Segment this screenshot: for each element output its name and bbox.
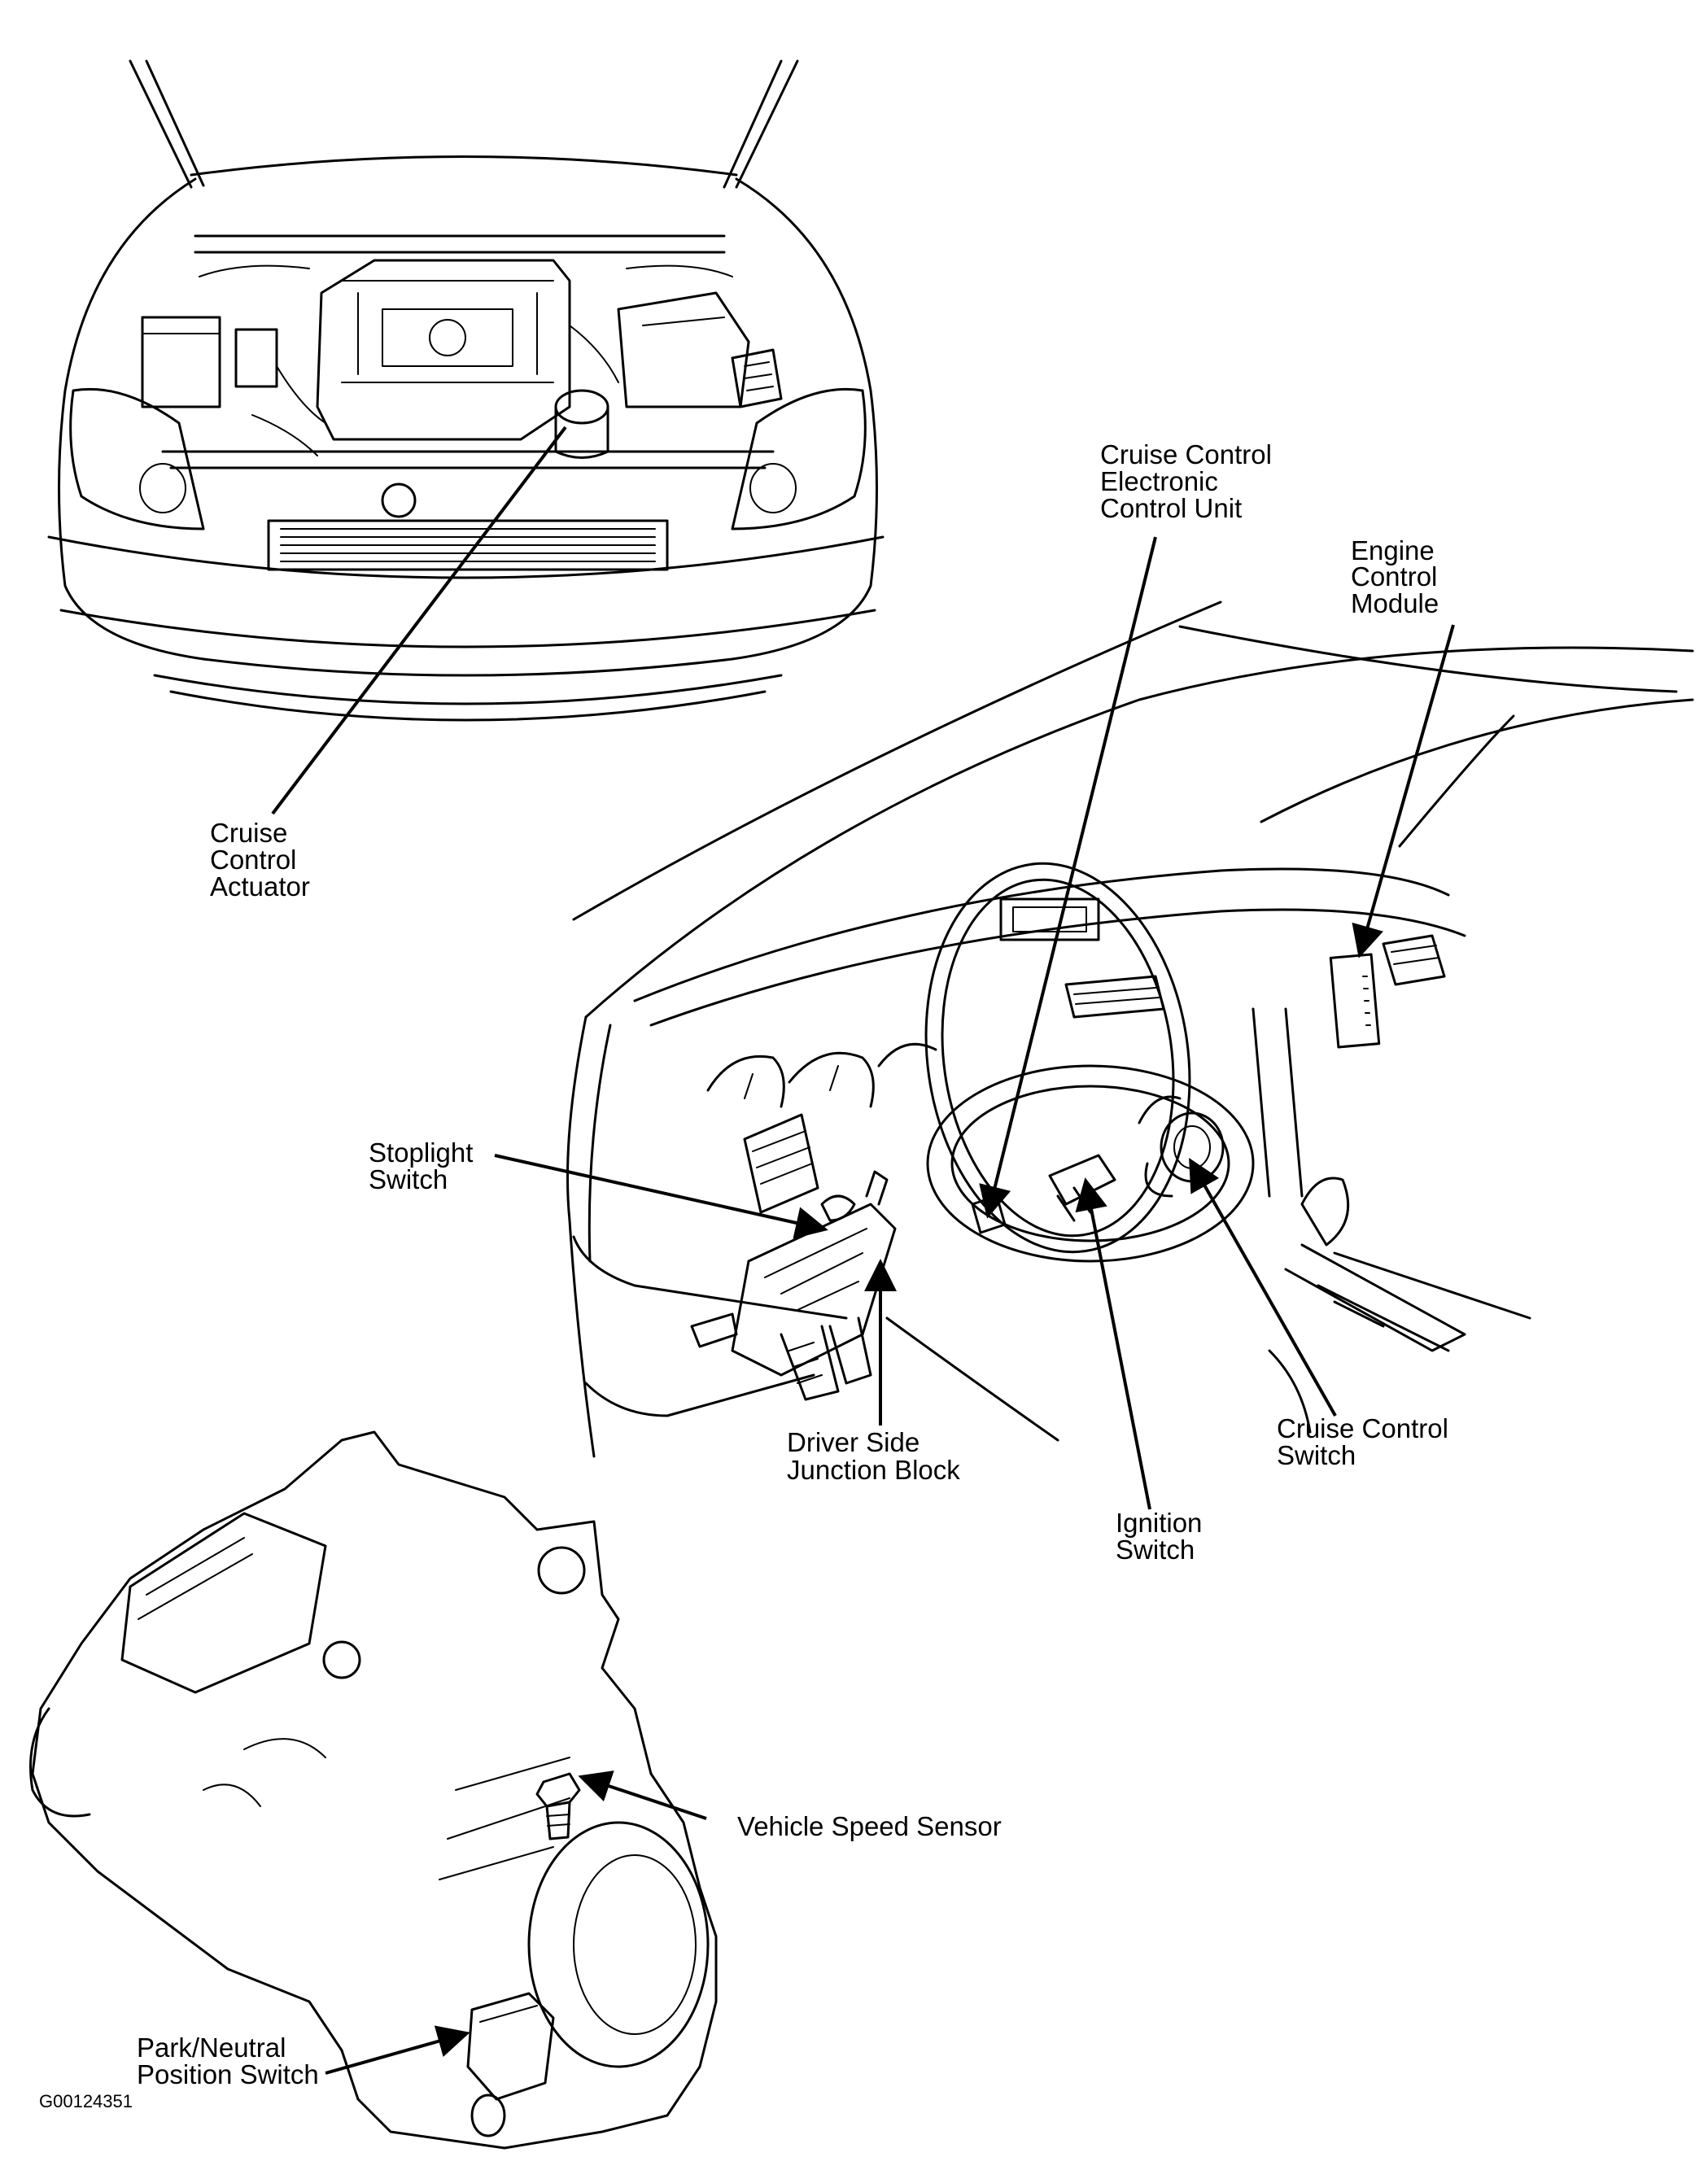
label-cruise-control-actuator: Cruise Control Actuator	[210, 818, 310, 902]
label-line: Control Unit	[1100, 493, 1242, 523]
label-line: Switch	[1116, 1535, 1195, 1565]
label-cruise-control-ecu: Cruise Control Electronic Control Unit	[1100, 439, 1272, 523]
label-line: Park/Neutral	[137, 2032, 286, 2063]
label-line: Cruise	[210, 818, 287, 848]
leader-ignition	[1075, 1177, 1151, 1510]
label-line: Cruise Control	[1277, 1413, 1448, 1443]
leader-lines	[271, 426, 1455, 2075]
label-line: Vehicle Speed Sensor	[737, 1811, 1002, 1841]
transaxle-view	[29, 1430, 718, 2150]
label-line: Engine	[1351, 535, 1435, 565]
label-line: Junction Block	[787, 1455, 960, 1485]
leader-stoplight	[494, 1154, 828, 1239]
label-line: Actuator	[210, 871, 310, 902]
label-driver-side-junction-block: Driver Side Junction Block	[787, 1427, 960, 1485]
figure-id: G00124351	[39, 2091, 133, 2111]
label-line: Switch	[369, 1164, 448, 1194]
engine-bay-view	[47, 59, 885, 722]
label-line: Electronic	[1100, 466, 1218, 496]
label-line: Position Switch	[137, 2059, 319, 2089]
label-line: Control	[210, 845, 296, 875]
leader-cc-switch	[1189, 1158, 1337, 1417]
label-line: Switch	[1277, 1440, 1356, 1470]
label-line: Driver Side	[787, 1427, 920, 1457]
label-engine-control-module: Engine Control Module	[1351, 535, 1439, 618]
leader-ecm	[1352, 624, 1455, 958]
label-vehicle-speed-sensor: Vehicle Speed Sensor	[737, 1811, 1002, 1841]
label-park-neutral-position-switch: Park/Neutral Position Switch	[137, 2032, 319, 2089]
label-stoplight-switch: Stoplight Switch	[369, 1137, 473, 1194]
label-line: Module	[1351, 588, 1439, 618]
label-line: Ignition	[1116, 1508, 1202, 1538]
leader-actuator	[271, 426, 567, 815]
label-line: Stoplight	[369, 1137, 473, 1168]
label-line: Cruise Control	[1100, 439, 1272, 469]
leader-pnp	[325, 2025, 470, 2075]
leader-ecu	[979, 536, 1157, 1219]
label-cruise-control-switch: Cruise Control Switch	[1277, 1413, 1448, 1470]
label-ignition-switch: Ignition Switch	[1116, 1508, 1202, 1565]
dashboard-view	[566, 600, 1694, 1458]
label-line: Control	[1351, 561, 1437, 592]
leader-vss	[578, 1770, 707, 1820]
